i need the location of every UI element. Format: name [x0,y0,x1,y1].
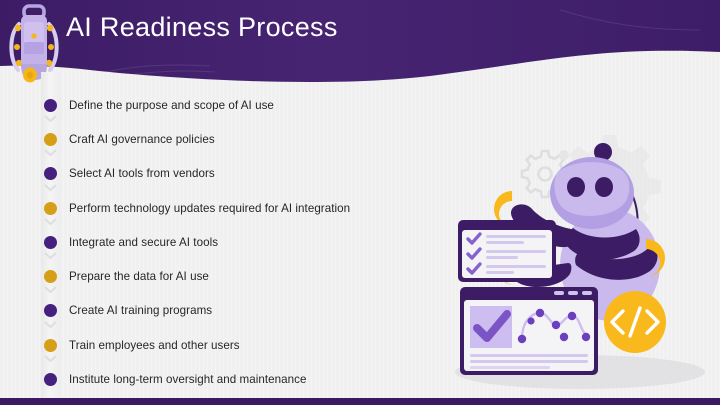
step-label: Integrate and secure AI tools [69,235,219,249]
step-bullet [44,304,57,318]
list-item[interactable]: Institute long-term oversight and mainte… [0,362,440,396]
check-icon [473,310,511,342]
step-bullet [44,235,57,249]
checklist-row [466,247,546,260]
check-icon [466,232,482,245]
step-bullet [44,373,57,387]
chevron-down-icon [44,321,57,329]
process-step-list: Define the purpose and scope of AI use C… [0,88,440,397]
slide-header: AI Readiness Process [0,0,720,96]
window-dot [568,291,578,295]
step-label: Create AI training programs [69,304,213,318]
chevron-down-icon [44,115,57,123]
robot-eye [595,177,613,197]
step-bullet [44,167,57,181]
step-bullet [44,132,57,146]
robot-hand [493,191,512,227]
step-label: Perform technology updates required for … [69,201,351,215]
window-dot [554,291,564,295]
list-item[interactable]: Select AI tools from vendors [0,157,440,191]
gear-icon [520,149,570,199]
check-icon [466,247,482,260]
list-item[interactable]: Perform technology updates required for … [0,191,440,226]
list-item[interactable]: Integrate and secure AI tools [0,225,440,260]
robot-ring [646,239,665,277]
checklist-card-icon [458,220,556,282]
decorative-dot [559,150,569,160]
list-item[interactable]: Create AI training programs [0,294,440,329]
code-badge-icon [604,291,666,353]
chart-point [559,332,569,342]
chart-card-icon [460,287,598,375]
bottom-accent-bar [0,398,720,405]
chevron-down-icon [44,252,57,260]
page-title: AI Readiness Process [66,12,338,42]
step-label: Prepare the data for AI use [69,270,209,284]
robot-eye [567,177,585,197]
step-bullet [44,270,57,284]
ai-illustration [455,135,705,389]
chevron-down-icon [44,218,57,226]
step-label: Craft AI governance policies [69,132,215,146]
chart-point [581,332,591,342]
step-label: Institute long-term oversight and mainte… [69,373,307,387]
lantern-robot-icon [9,4,59,83]
list-item[interactable]: Train employees and other users [0,328,440,363]
list-item[interactable]: Prepare the data for AI use [0,259,440,294]
checklist-row [466,232,546,245]
chevron-down-icon [44,149,57,157]
step-bullet [44,201,57,215]
chart-point [535,308,545,318]
checklist-row [466,262,546,275]
chart-point [567,311,577,321]
timeline-rail [41,72,61,398]
chevron-down-icon [44,184,57,191]
list-item[interactable]: Define the purpose and scope of AI use [0,88,440,123]
step-bullet [44,338,57,352]
step-label: Train employees and other users [69,338,240,352]
check-icon [466,262,482,275]
chart-point [527,317,535,325]
list-item[interactable]: Craft AI governance policies [0,122,440,157]
chevron-down-icon [44,355,57,363]
chart-point [517,334,527,344]
step-label: Select AI tools from vendors [69,167,215,181]
window-dot [582,291,592,295]
chart-point [551,320,561,330]
step-label: Define the purpose and scope of AI use [69,98,274,112]
chevron-down-icon [44,286,57,294]
step-bullet [44,98,57,112]
